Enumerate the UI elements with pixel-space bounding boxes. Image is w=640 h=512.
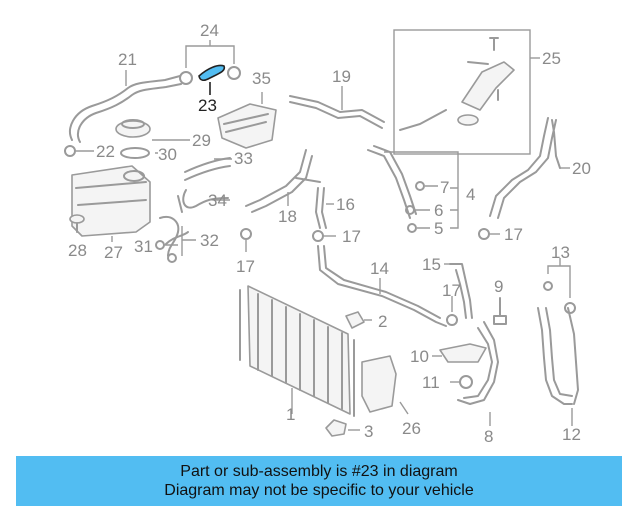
- kit-parts-25: [399, 37, 515, 131]
- callout-2: 2: [378, 312, 387, 331]
- callout-6: 6: [434, 201, 443, 220]
- callout-26: 26: [402, 419, 421, 438]
- callout-22: 22: [96, 142, 115, 161]
- callout-17-lower: 17: [442, 281, 461, 300]
- info-banner: Part or sub-assembly is #23 in diagram D…: [16, 456, 622, 506]
- callout-8: 8: [484, 427, 493, 446]
- cap-28: [69, 214, 85, 233]
- callout-20: 20: [572, 159, 591, 178]
- callout-27: 27: [104, 243, 123, 262]
- callout-31: 31: [134, 237, 153, 256]
- hose-34: [177, 189, 229, 213]
- clamp-11: [459, 375, 473, 389]
- callout-33: 33: [234, 149, 253, 168]
- parts-diagram: 1 2 3 4 5 6 7 8 9 10 11 12 13 14 15 16 1…: [64, 21, 591, 446]
- callout-28: 28: [68, 241, 87, 260]
- callout-18: 18: [278, 207, 297, 226]
- callout-21: 21: [118, 50, 137, 69]
- callout-5: 5: [434, 219, 443, 238]
- pipe-14: [317, 245, 447, 327]
- hose-21: [69, 75, 182, 143]
- hose-8: [457, 321, 499, 405]
- bracket-2: [345, 311, 365, 329]
- callout-32: 32: [200, 231, 219, 250]
- callout-11: 11: [422, 373, 440, 392]
- expansion-tank-27: [71, 165, 151, 237]
- hose-33: [184, 157, 231, 181]
- radiator-1: [239, 285, 355, 417]
- shroud-26: [361, 355, 397, 413]
- callout-30: 30: [158, 145, 177, 164]
- callout-17-right: 17: [504, 225, 523, 244]
- banner-line-2: Diagram may not be specific to your vehi…: [164, 482, 474, 499]
- pipe-20: [489, 117, 561, 219]
- pipe-19: [289, 95, 385, 129]
- callout-14: 14: [370, 259, 389, 278]
- leader-24: [185, 40, 235, 68]
- callout-16: 16: [336, 195, 355, 214]
- coolant-tank-35: [217, 103, 277, 149]
- hose-32: [159, 216, 189, 257]
- pipe-18: [245, 149, 313, 213]
- hose-12: [537, 307, 573, 405]
- callout-7: 7: [440, 178, 449, 197]
- pipe-4: [367, 145, 417, 219]
- callout-10: 10: [410, 347, 429, 366]
- pipe-16: [315, 187, 327, 229]
- clamps-24: [179, 66, 241, 85]
- callout-25: 25: [542, 49, 561, 68]
- callout-35: 35: [252, 69, 271, 88]
- callout-15: 15: [422, 255, 441, 274]
- callout-4: 4: [466, 185, 475, 204]
- sensor-9: [493, 297, 507, 325]
- callout-23: 23: [198, 96, 217, 115]
- bracket-10: [439, 343, 487, 363]
- o-ring-30: [120, 147, 150, 159]
- hose-15: [449, 263, 473, 319]
- cap-29: [115, 119, 151, 138]
- hose-23-highlighted: [198, 64, 226, 95]
- callout-13: 13: [551, 243, 570, 262]
- callout-17-center: 17: [342, 227, 361, 246]
- clamp-22: [64, 145, 76, 157]
- callout-1: 1: [286, 405, 295, 424]
- callout-19: 19: [332, 67, 351, 86]
- callout-24: 24: [200, 21, 219, 40]
- callout-9: 9: [494, 277, 503, 296]
- callout-3: 3: [364, 422, 373, 441]
- mount-3: [325, 419, 347, 437]
- callout-29: 29: [192, 131, 211, 150]
- callout-34: 34: [208, 191, 227, 210]
- banner-line-1: Part or sub-assembly is #23 in diagram: [180, 463, 458, 480]
- callout-12: 12: [562, 425, 581, 444]
- kit-box-25: [393, 29, 531, 155]
- callout-17-left: 17: [236, 257, 255, 276]
